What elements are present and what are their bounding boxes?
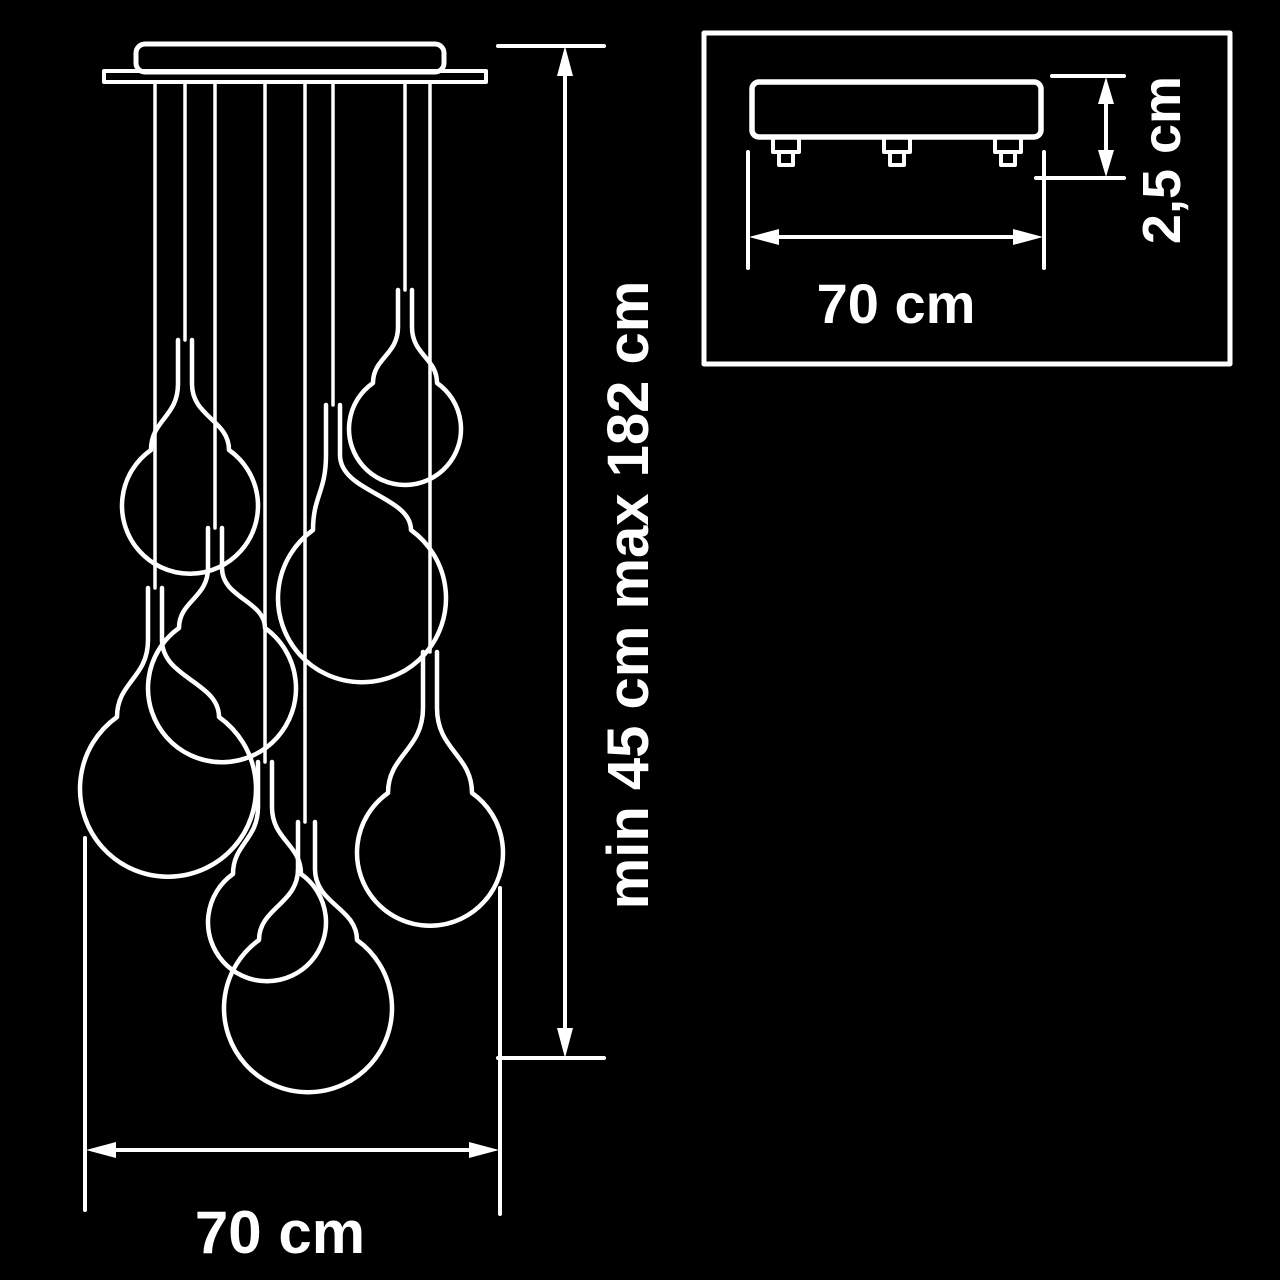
pendant-globe-5 — [77, 585, 259, 879]
canopy-mount-foot — [777, 150, 795, 167]
pendant-globe-2 — [346, 287, 464, 488]
pendant-globe-6 — [354, 649, 506, 928]
canopy-mount-foot — [888, 150, 906, 167]
pendant-globe-3 — [275, 402, 449, 685]
arrow-left-icon — [749, 229, 779, 245]
ceiling-canopy-bar — [133, 41, 447, 75]
height-dimension: min 45 cm max 182 cm — [496, 44, 661, 1060]
canopy-mounts — [771, 135, 1023, 167]
canopy-inset-panel: 70 cm 2,5 cm — [701, 30, 1233, 367]
arrow-up-icon — [557, 46, 573, 76]
width-dimension: 70 cm — [83, 836, 502, 1266]
canopy-thickness-dimension: 2,5 cm — [1034, 74, 1192, 244]
canopy-width-dimension: 70 cm — [746, 150, 1046, 335]
pendant-globe-7 — [205, 759, 329, 984]
arrow-down-icon — [557, 1028, 573, 1058]
arrow-left-icon — [86, 1142, 116, 1158]
width-dimension-label: 70 cm — [195, 1199, 365, 1266]
height-dimension-label: min 45 cm max 182 cm — [596, 281, 661, 910]
canopy-mount-foot — [999, 150, 1017, 167]
canopy-thickness-label: 2,5 cm — [1132, 76, 1192, 244]
pendant-globe-1 — [119, 337, 261, 576]
canopy-width-label: 70 cm — [817, 272, 976, 335]
inset-border — [701, 30, 1233, 367]
pendant-globes — [77, 287, 506, 1095]
ceiling-plate — [102, 41, 488, 84]
arrow-right-icon — [1013, 229, 1043, 245]
arrow-up-icon — [1098, 77, 1114, 104]
arrow-right-icon — [469, 1142, 499, 1158]
pendant-cords — [153, 80, 432, 824]
pendant-globe-8 — [221, 819, 395, 1095]
pendant-globe-4 — [145, 525, 299, 765]
arrow-down-icon — [1098, 150, 1114, 177]
